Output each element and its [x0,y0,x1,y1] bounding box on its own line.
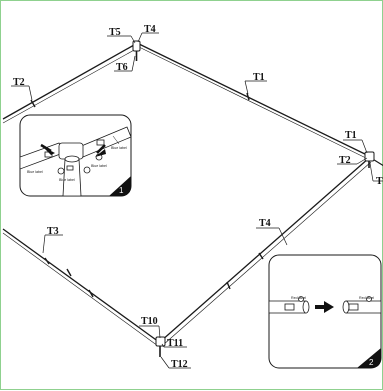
detail-2-number: 2 [369,358,374,367]
label-t6: T6 [116,62,128,73]
label-t1-top: T1 [253,72,265,83]
detail1-tag-4: Blue label [111,146,127,150]
label-t4-top: T4 [144,24,156,35]
label-t3: T3 [47,226,59,237]
detail1-tag-3: Blue label [91,164,107,168]
detail2-tag-1: Red label [291,296,306,300]
detail1-tag-2: Blue label [59,178,75,182]
leader-lines [11,32,383,369]
label-t2-edge: T2 [376,176,383,187]
tube-t1 [136,42,370,157]
apex-fitting [132,40,141,52]
frame-tubes [2,42,383,347]
arrow-icon [324,301,334,313]
detail-1-number: 1 [119,186,124,195]
detail1-tag-1: Blue label [27,170,43,174]
detail-panel-1: Blue label Blue label Blue label Blue la… [19,114,132,197]
label-t1-right: T1 [345,130,357,141]
label-t5: T5 [109,27,121,38]
arrow-icon [95,149,106,157]
right-fitting [364,151,375,162]
label-t2-left: T2 [13,77,25,88]
detail-panel-2: Red label Red label 2 [268,254,382,369]
tube-joints [30,92,264,298]
label-t12: T12 [171,359,188,370]
bottom-fitting [155,336,166,347]
part-labels: T5 T4 T6 T1 T2 T1 T2 T2 T3 T4 T10 T11 T1… [13,24,383,370]
label-t11: T11 [167,338,183,349]
tube-t2 [2,44,135,120]
corner-fittings [132,40,375,357]
label-t4-right: T4 [259,218,271,229]
tube-t3 [2,228,160,343]
label-t10: T10 [141,316,158,327]
detail2-tag-2: Red label [359,296,374,300]
tube-t4 [160,157,370,342]
label-t2-right: T2 [339,155,351,166]
